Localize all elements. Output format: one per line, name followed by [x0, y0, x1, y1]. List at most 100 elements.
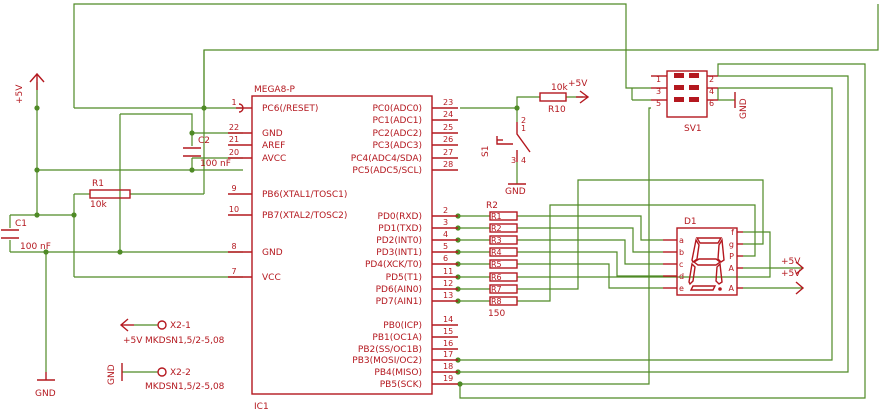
x22: X2-2 GND MKDSN1,5/2-5,08 [107, 363, 225, 392]
ic1-left-pin-number: 20 [229, 148, 239, 157]
ic1-left-pin-label: GND [262, 248, 283, 258]
ic1-body [251, 95, 433, 395]
c2-name: C2 [198, 136, 210, 146]
sv1-pin6: 6 [709, 99, 714, 108]
ic1-right-pin-label: PC5(ADC5/SCL) [352, 166, 422, 176]
ic1-right-pin-label: PD2(INT0) [376, 236, 422, 246]
wire-sv1-3 [460, 107, 651, 385]
ic1-left-pins: 1PC6(/RESET)22GND21AREF20AVCC9PB6(XTAL1/… [228, 98, 347, 283]
ic1-right-pin-label: PD7(AIN1) [376, 297, 422, 307]
r2-resistor [489, 296, 518, 306]
ic1-right-pin-number: 16 [443, 339, 453, 348]
ic1-right-pin-number: 28 [443, 160, 453, 169]
ic1-right-pin-label: PB3(MOSI/OC2) [352, 356, 422, 366]
d1-right-pin-label: P [729, 252, 734, 261]
ic1-right-pin-label: PC1(ADC1) [372, 116, 422, 126]
s1-pin1: 1 [521, 124, 526, 133]
ic1-right-pin-number: 11 [443, 267, 453, 276]
c2: C2 100 nF [183, 136, 231, 169]
sv1: SV1 1 2 3 4 5 6 [651, 70, 718, 134]
r2-pin-label: R3 [491, 236, 502, 245]
ic1-left-pin-number: 22 [229, 123, 239, 132]
x22-supply: GND [107, 364, 117, 385]
ic1-right-pin-label: PB4(MISO) [374, 368, 422, 378]
supply-vcc-left: +5V [15, 72, 45, 104]
wire-sv1-miso [460, 75, 849, 373]
r2-pin-label: R7 [491, 285, 502, 294]
ic1-right-pin-number: 4 [443, 230, 448, 239]
ic1-right-pin-label: PB5(SCK) [380, 380, 422, 390]
ic1-right-pin-label: PD3(INT1) [376, 248, 422, 258]
wires [9, 3, 879, 399]
ic1-right-pin-label: PD6(AIN0) [376, 285, 422, 295]
r10-name: R10 [548, 105, 566, 115]
ic1-left-pin-label: GND [262, 129, 283, 139]
sv1-pin5: 5 [656, 99, 661, 108]
ic1-right-pin-number: 3 [443, 218, 448, 227]
sv1-name: SV1 [684, 124, 702, 134]
sv1-pin4: 4 [709, 87, 714, 96]
ic1-right-pin-number: 6 [443, 254, 448, 263]
ic1-right-pin-number: 23 [443, 98, 453, 107]
ic1-right-pin-number: 14 [443, 315, 453, 324]
ic1-right-pin-number: 24 [443, 110, 453, 119]
ic1-left-pin-number: 8 [231, 242, 236, 251]
ic1-right-pin-number: 17 [443, 350, 453, 359]
sv1-pin1: 1 [656, 75, 661, 84]
ic1-right-pin-label: PC3(ADC3) [372, 141, 422, 151]
r2-pin-label: R2 [491, 224, 502, 233]
ic1-left-pin-label: PB6(XTAL1/TOSC1) [262, 190, 347, 200]
r10-value: 10k [551, 83, 568, 93]
r2-value: 150 [488, 309, 505, 319]
r1: R1 10k [89, 179, 131, 210]
d1-right-pin-label: f [731, 228, 734, 237]
ic1-right-pin-label: PD5(T1) [386, 273, 422, 283]
x22-name: X2-2 [170, 368, 191, 378]
ic1-right-pin-number: 5 [443, 242, 448, 251]
r2-pin-label: R4 [491, 248, 502, 257]
gnd-label-sv1: GND [739, 98, 749, 119]
s1-pin3: 3 [511, 156, 516, 165]
ic1-right-pin-number: 25 [443, 123, 453, 132]
ic1-right-pin-label: PD4(XCK/T0) [365, 260, 422, 270]
ic1-left-pin-label: PB7(XTAL2/TOSC2) [262, 211, 347, 221]
ic1-right-pins: 23PC0(ADC0)24PC1(ADC1)25PC2(ADC2)26PC3(A… [351, 98, 458, 390]
r2-resistor [489, 259, 518, 269]
c2-value: 100 nF [200, 159, 231, 169]
supply-vcc-r10: +5V [568, 79, 590, 104]
vcc-label-left: +5V [15, 84, 25, 104]
ic1-right-pin-label: PC0(ADC0) [372, 104, 422, 114]
r1-value: 10k [90, 200, 107, 210]
ic1-right-pin-number: 26 [443, 135, 453, 144]
supply-vcc-d1: +5V +5V [781, 257, 805, 295]
r2-pin-label: R5 [491, 260, 502, 269]
r2-resistor [489, 235, 518, 245]
r2-pin-label: R6 [491, 273, 502, 282]
d1-left-pin-label: e [679, 284, 684, 293]
vcc-label-d1b: +5V [781, 269, 801, 279]
wire-reset [73, 3, 651, 108]
x21-value: MKDSN1,5/2-5,08 [145, 336, 225, 346]
r1-name: R1 [92, 179, 104, 189]
supply-gnd-left: GND [35, 372, 56, 399]
d1-right-pin-label: A [729, 264, 735, 273]
d1-left-pin-label: c [679, 260, 683, 269]
ic1-right-pin-number: 18 [443, 362, 453, 371]
ic1-right-pin-label: PD0(RXD) [378, 212, 422, 222]
ic1-left-pin-label: AREF [262, 141, 285, 151]
sv1-pin3: 3 [656, 87, 661, 96]
ic1-right-pin-label: PB1(OC1A) [372, 333, 422, 343]
s1: S1 1 2 3 4 [481, 116, 531, 165]
vcc-label-r10: +5V [568, 79, 588, 89]
ic1-right-pin-number: 13 [443, 291, 453, 300]
wire-c2-top [120, 113, 193, 146]
ic1-right-pin-number: 27 [443, 148, 453, 157]
s1-pin4: 4 [521, 156, 526, 165]
r2-resistor [489, 272, 518, 282]
ic1-right-pin-label: PB0(ICP) [383, 321, 422, 331]
ic1-left-pin-label: AVCC [262, 154, 286, 164]
ic1-right-pin-number: 12 [443, 279, 453, 288]
